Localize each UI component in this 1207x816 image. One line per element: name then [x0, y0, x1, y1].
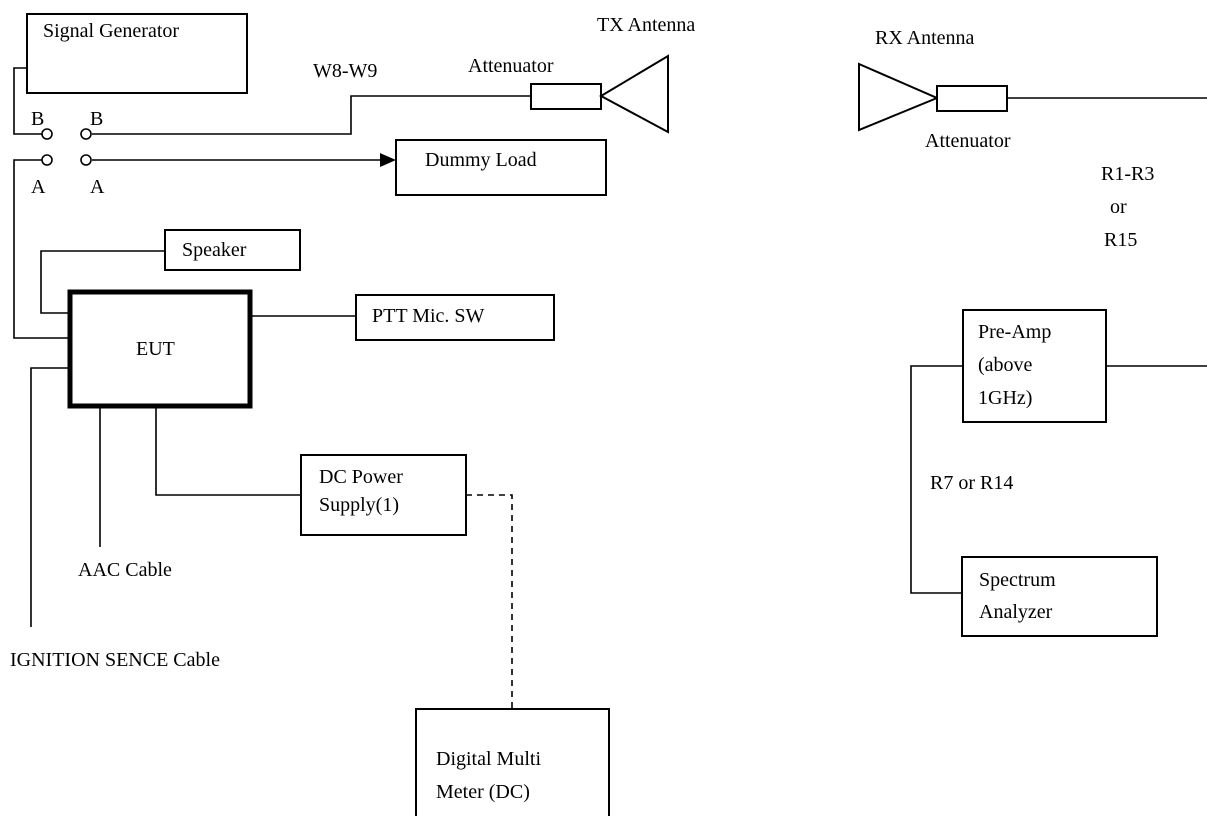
dc-power-label-line2: Supply(1): [319, 494, 399, 516]
dc-power-label-line1: DC Power: [319, 466, 403, 488]
ptt-mic-switch-box: [355, 294, 555, 341]
sig-gen-to-switch-b-wire: [13, 67, 42, 135]
switch-label-a-right: A: [90, 176, 105, 198]
switch-terminal-b-left: [41, 128, 53, 140]
rx-feed-wire: [1007, 97, 1207, 367]
dummy-load-label: Dummy Load: [425, 149, 537, 171]
switch-label-b-right: B: [90, 108, 103, 130]
switch-a-to-eut-wire: [13, 159, 70, 339]
switch-terminal-b-right: [80, 128, 92, 140]
signal-generator-box: [26, 13, 248, 94]
switch-label-b-left: B: [31, 108, 44, 130]
switch-terminal-a-left: [41, 154, 53, 166]
or-label: or: [1110, 196, 1127, 218]
tx-antenna-label: TX Antenna: [597, 14, 695, 36]
r7-r14-label: R7 or R14: [930, 472, 1013, 494]
rx-attenuator-label: Attenuator: [925, 130, 1011, 152]
signal-generator-label: Signal Generator: [43, 20, 179, 42]
r1-r3-label: R1-R3: [1101, 163, 1154, 185]
ignition-cable-label: IGNITION SENCE Cable: [10, 649, 220, 671]
pre-amp-label-line3: 1GHz): [978, 387, 1032, 409]
w8-w9-label: W8-W9: [313, 60, 377, 82]
tx-antenna-icon: [598, 54, 669, 134]
tx-attenuator: [530, 83, 602, 110]
spectrum-analyzer-label-line1: Spectrum: [979, 569, 1056, 591]
arrowhead-icon: [380, 153, 396, 167]
dmm-label-line2: Meter (DC): [436, 781, 530, 803]
r15-label: R15: [1104, 229, 1137, 251]
speaker-wire: [40, 250, 165, 314]
pre-amp-label-line1: Pre-Amp: [978, 321, 1051, 343]
switch-terminal-a-right: [80, 154, 92, 166]
pre-amp-box: [962, 309, 1107, 423]
rx-antenna-label: RX Antenna: [875, 27, 975, 49]
preamp-to-spectrum-wire: [910, 365, 963, 594]
rx-antenna-icon: [858, 62, 940, 132]
dmm-sense-wire: [466, 494, 513, 709]
speaker-label: Speaker: [182, 239, 247, 261]
switch-label-a-left: A: [31, 176, 46, 198]
pre-amp-label-line2: (above: [978, 354, 1033, 376]
dummy-load-box: [395, 139, 607, 196]
digital-multimeter-box: [415, 708, 610, 816]
w8-w9-cable: [92, 95, 531, 135]
dc-power-wire: [155, 406, 301, 496]
dc-power-supply-box: [300, 454, 467, 536]
ptt-label: PTT Mic. SW: [372, 305, 485, 327]
ignition-cable-wire: [30, 367, 70, 627]
aac-cable-label: AAC Cable: [78, 559, 172, 581]
tx-attenuator-label: Attenuator: [468, 55, 554, 77]
dmm-label-line1: Digital Multi: [436, 748, 541, 770]
spectrum-analyzer-box: [961, 556, 1158, 637]
speaker-box: [164, 229, 301, 271]
rx-attenuator: [936, 85, 1008, 112]
eut-box: [67, 289, 253, 409]
spectrum-analyzer-label-line2: Analyzer: [979, 601, 1053, 623]
eut-label: EUT: [136, 338, 175, 360]
